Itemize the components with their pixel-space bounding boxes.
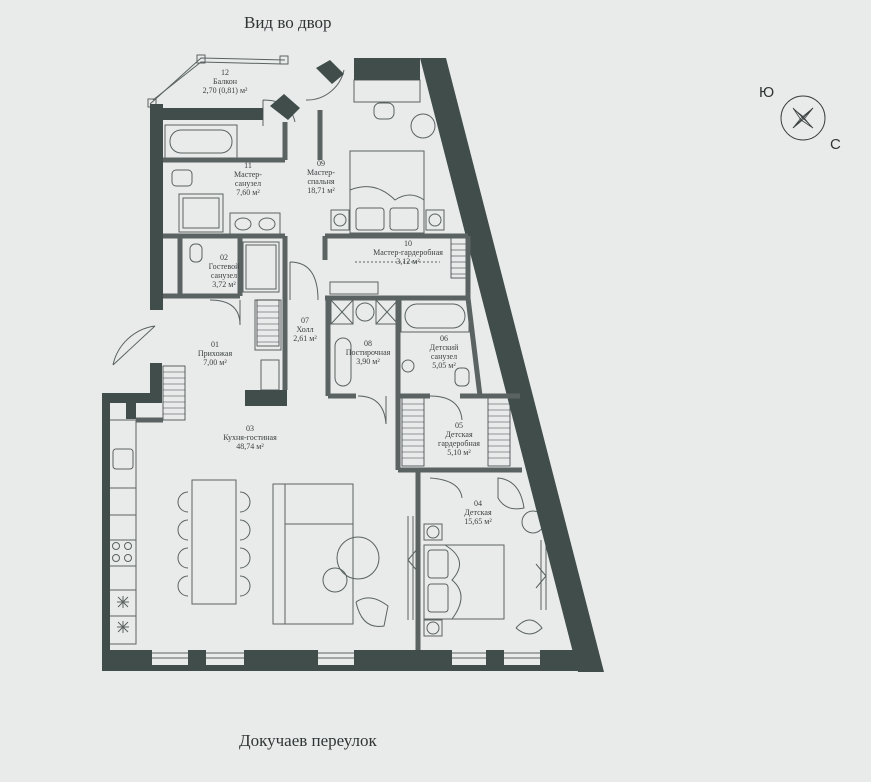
svg-text:10: 10: [404, 239, 412, 248]
partitions: [136, 110, 522, 650]
exterior-diagonal-wall: [420, 58, 604, 672]
dining-table: [191, 479, 237, 605]
svg-text:Детская: Детская: [464, 508, 492, 517]
svg-text:спальня: спальня: [307, 177, 334, 186]
svg-text:Кухня-гостиная: Кухня-гостиная: [223, 433, 277, 442]
svg-text:2,70 (0,81) м²: 2,70 (0,81) м²: [203, 86, 248, 95]
svg-text:Детская: Детская: [445, 430, 473, 439]
svg-text:15,65 м²: 15,65 м²: [464, 517, 492, 526]
kids-bed: [423, 544, 505, 620]
room-label-09: 09 Мастер- спальня 18,71 м²: [307, 159, 335, 195]
room-label-11: 11 Мастер- санузел 7,60 м²: [234, 161, 262, 197]
compass-icon: [780, 95, 826, 141]
svg-text:санузел: санузел: [431, 352, 457, 361]
windows: [152, 652, 540, 659]
svg-text:18,71 м²: 18,71 м²: [307, 186, 335, 195]
room-label-04: 04 Детская 15,65 м²: [464, 499, 492, 526]
room-label-03: 03 Кухня-гостиная 48,74 м²: [223, 424, 277, 451]
walls: [102, 58, 604, 672]
compass-north-letter: С: [830, 136, 841, 153]
room-label-07: 07 Холл 2,61 м²: [293, 316, 317, 343]
svg-text:5,05 м²: 5,05 м²: [432, 361, 456, 370]
bathtub-kids: [400, 299, 470, 333]
room-label-08: 08 Постирочная 3,90 м²: [346, 339, 391, 366]
svg-text:11: 11: [244, 161, 252, 170]
svg-text:3,72 м²: 3,72 м²: [212, 280, 236, 289]
svg-text:Мастер-: Мастер-: [234, 170, 262, 179]
room-label-10: 10 Мастер-гардеробная 3,12 м²: [373, 239, 443, 266]
svg-text:01: 01: [211, 340, 219, 349]
svg-text:12: 12: [221, 68, 229, 77]
compass-south-letter: Ю: [759, 84, 775, 101]
svg-text:Балкон: Балкон: [213, 77, 238, 86]
svg-text:7,60 м²: 7,60 м²: [236, 188, 260, 197]
master-bed: [349, 150, 425, 234]
svg-text:Холл: Холл: [296, 325, 313, 334]
svg-text:02: 02: [220, 253, 228, 262]
street-label: Докучаев переулок: [239, 731, 377, 750]
view-label: Вид во двор: [244, 13, 332, 32]
room-label-01: 01 Прихожая 7,00 м²: [198, 340, 233, 367]
room-labels: 12 Балкон 2,70 (0,81) м² 11 Мастер- сану…: [198, 68, 492, 526]
svg-text:Постирочная: Постирочная: [346, 348, 391, 357]
desk: [353, 79, 421, 103]
svg-text:04: 04: [474, 499, 482, 508]
svg-text:санузел: санузел: [235, 179, 261, 188]
svg-text:08: 08: [364, 339, 372, 348]
svg-text:Мастер-: Мастер-: [307, 168, 335, 177]
room-label-12: 12 Балкон 2,70 (0,81) м²: [203, 68, 248, 95]
svg-text:2,61 м²: 2,61 м²: [293, 334, 317, 343]
svg-text:санузел: санузел: [211, 271, 237, 280]
svg-text:07: 07: [301, 316, 309, 325]
furniture: [108, 54, 547, 645]
room-label-02: 02 Гостевой санузел 3,72 м²: [209, 253, 240, 289]
svg-text:09: 09: [317, 159, 325, 168]
svg-text:48,74 м²: 48,74 м²: [236, 442, 264, 451]
svg-text:7,00 м²: 7,00 м²: [203, 358, 227, 367]
svg-text:03: 03: [246, 424, 254, 433]
svg-text:5,10 м²: 5,10 м²: [447, 448, 471, 457]
svg-text:Детский: Детский: [430, 343, 459, 352]
svg-text:3,12 м²: 3,12 м²: [396, 257, 420, 266]
svg-text:Гостевой: Гостевой: [209, 262, 240, 271]
room-label-06: 06 Детский санузел 5,05 м²: [430, 334, 459, 370]
svg-text:06: 06: [440, 334, 448, 343]
svg-text:05: 05: [455, 421, 463, 430]
svg-text:гардеробная: гардеробная: [438, 439, 480, 448]
svg-text:Прихожая: Прихожая: [198, 349, 233, 358]
room-label-05: 05 Детская гардеробная 5,10 м²: [438, 421, 480, 457]
svg-text:3,90 м²: 3,90 м²: [356, 357, 380, 366]
svg-text:Мастер-гардеробная: Мастер-гардеробная: [373, 248, 443, 257]
